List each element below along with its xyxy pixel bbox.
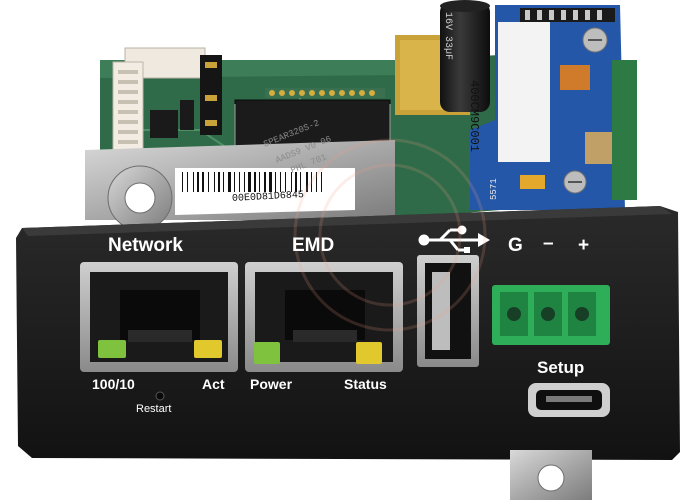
- barcode-bar: [187, 172, 188, 192]
- power-label: Power: [250, 376, 293, 392]
- barcode-bar: [280, 172, 281, 192]
- barcode-bar: [275, 172, 276, 192]
- vertical-label-sticker: [498, 22, 550, 162]
- act-label: Act: [202, 376, 225, 392]
- small-chip: [180, 100, 194, 130]
- emd-port[interactable]: [245, 262, 403, 372]
- barcode: [182, 172, 322, 192]
- metal-bracket: [85, 140, 395, 231]
- vertical-sticker-text: 400CM9C001: [467, 80, 481, 153]
- blue-daughter-pcb: [470, 5, 637, 210]
- usb-port[interactable]: [417, 255, 479, 367]
- barcode-bar: [316, 172, 317, 192]
- ground-label: G: [508, 235, 523, 256]
- barcode-bar: [254, 172, 256, 192]
- barcode-bar: [234, 172, 235, 192]
- speed-label: 100/10: [92, 376, 135, 392]
- barcode-bar: [295, 172, 297, 192]
- status-label: Status: [344, 376, 387, 392]
- barcode-bar: [248, 172, 251, 192]
- watermark: [293, 138, 487, 332]
- status-led-yellow: [356, 342, 382, 364]
- barcode-bar: [214, 172, 215, 192]
- barcode-bar: [218, 172, 220, 192]
- network-label: Network: [108, 235, 183, 256]
- terminal-block[interactable]: [492, 285, 610, 345]
- setup-label: Setup: [537, 358, 585, 377]
- barcode-bar: [300, 172, 301, 192]
- gold-pad-row: [265, 88, 385, 98]
- link-led-green: [98, 340, 126, 358]
- barcode-bar: [197, 172, 199, 192]
- restart-pinhole[interactable]: [155, 391, 165, 401]
- barcode-bar: [228, 172, 231, 192]
- barcode-bar: [306, 172, 308, 192]
- capacitor-marking: 16V 33µF: [442, 12, 453, 61]
- barcode-bar: [239, 172, 240, 192]
- emd-label: EMD: [292, 235, 335, 256]
- usb-icon: [418, 225, 490, 253]
- act-led-yellow: [194, 340, 222, 358]
- minus-label: –: [543, 233, 554, 254]
- black-pin-header: [200, 55, 222, 135]
- board-code: 5571: [489, 178, 499, 200]
- barcode-bar: [285, 172, 286, 192]
- barcode-bar: [182, 172, 183, 192]
- plus-label: +: [578, 235, 590, 256]
- barcode-bar: [264, 172, 266, 192]
- mounting-tab: [510, 450, 592, 500]
- white-header-connector: [112, 47, 206, 158]
- small-chip: [150, 110, 178, 138]
- barcode-bar: [321, 172, 322, 192]
- barcode-bar: [244, 172, 245, 192]
- network-port[interactable]: [80, 262, 238, 372]
- barcode-bar: [208, 172, 209, 192]
- electrolytic-capacitor: [440, 0, 490, 112]
- barcode-bar: [291, 172, 292, 192]
- restart-label: Restart: [136, 403, 172, 415]
- power-led-green: [254, 342, 280, 364]
- barcode-bar: [311, 172, 312, 192]
- barcode-bar: [269, 172, 272, 192]
- barcode-bar: [259, 172, 260, 192]
- barcode-bar: [223, 172, 224, 192]
- barcode-bar: [202, 172, 204, 192]
- setup-port[interactable]: [528, 383, 610, 417]
- barcode-bar: [193, 172, 194, 192]
